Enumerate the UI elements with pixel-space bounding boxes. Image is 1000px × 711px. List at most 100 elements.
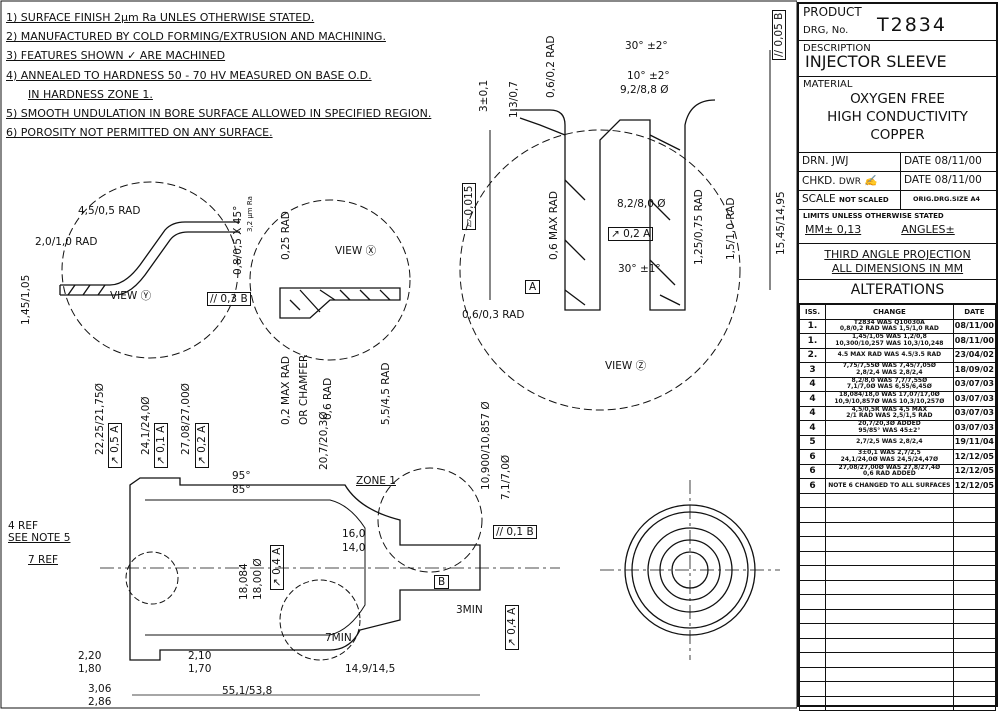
dim-chamfer: 0,8/0,5 X 45° [232, 205, 244, 275]
description: INJECTOR SLEEVE [805, 52, 947, 71]
drg-label: DRG, No. [803, 25, 849, 36]
general-notes: 1) SURFACE FINISH 2µm Ra UNLES OTHERWISE… [6, 8, 431, 142]
dim-220: 2,20 [78, 650, 102, 662]
dim-r063: 0,6/0,3 RAD [462, 309, 525, 321]
empty-row [799, 608, 997, 624]
dim-or-chamfer: OR CHAMFER [298, 354, 310, 425]
see-note-5: SEE NOTE 5 [8, 532, 71, 544]
material-line-3: COPPER [870, 127, 925, 143]
alterations-title: ALTERATIONS [799, 280, 996, 304]
dim-14: 14,0 [342, 542, 366, 554]
note-6: 6) POROSITY NOT PERMITTED ON ANY SURFACE… [6, 126, 273, 140]
section-view-z [459, 50, 771, 411]
change-line-2: 10,9/10,857Ø WAS 10,3/10,257Ø [834, 397, 945, 405]
checker-signature: ✍ [864, 175, 878, 187]
change-line-2: 24,1/24,0Ø WAS 24,5/24,47Ø [840, 455, 939, 463]
dim-angle-10: 10° ±2° [627, 70, 670, 82]
note-2: 2) MANUFACTURED BY COLD FORMING/EXTRUSIO… [6, 30, 386, 44]
dim-2225: 22,25/21,75Ø [94, 383, 106, 455]
dim-r062: 0,6/0,2 RAD [545, 35, 557, 98]
view-y-label: VIEW Ⓨ [110, 290, 152, 302]
dim-210: 2,10 [188, 650, 212, 662]
change-line-1: 7,75/7,55Ø WAS 7,45/7,05Ø [842, 362, 937, 370]
empty-row [799, 681, 997, 697]
dim-18084: 18,084 [238, 563, 250, 600]
alteration-date: 19/11/04 [952, 434, 997, 450]
material-line-2: HIGH CONDUCTIVITY [827, 109, 968, 125]
technical-drawing [0, 0, 797, 709]
alteration-iss: 6 [799, 463, 826, 479]
surface-finish: 3,2 µm Ra [246, 196, 254, 232]
detail-view-y [59, 181, 240, 359]
description-label: DESCRIPTION [803, 43, 871, 54]
alteration-iss: 6 [799, 478, 826, 494]
alteration-date: 12/12/05 [952, 478, 997, 494]
dim-r125: 1,25/0,75 RAD [693, 189, 705, 265]
fcf-par-01-b: // 0,1 B [493, 525, 537, 539]
fcf-runout-04-a: ↗ 0,4 A [270, 544, 284, 590]
change-line-1: 4,5/0,5R WAS 4,5 MAX [851, 405, 928, 413]
change-line-1: 3±0,1 WAS 2,7/2,5 [857, 449, 921, 457]
dim-241: 24,1/24,0Ø [140, 396, 152, 455]
alteration-date: 03/07/03 [952, 391, 997, 407]
dim-3: 3±0,1 [478, 79, 490, 112]
alteration-date: 08/11/00 [952, 333, 997, 349]
change-line-2: 0,8/0,2 RAD WAS 1,5/1,0 RAD [839, 325, 939, 333]
alteration-iss: 1. [799, 318, 826, 334]
alteration-iss: 4 [799, 405, 826, 421]
dim-13: 1,3/0,7 [508, 81, 520, 118]
units-note: ALL DIMENSIONS IN MM [831, 262, 964, 275]
fcf-runout-02-a: ↗ 0,2 A [608, 227, 654, 241]
limits-label: LIMITS UNLESS OTHERWISE STATED [803, 212, 944, 220]
product-label: PRODUCT [803, 5, 862, 19]
mm-tolerance: MM± 0,13 [805, 223, 862, 236]
empty-row [799, 565, 997, 581]
scale-value: NOT SCALED [839, 196, 889, 204]
fcf-runout-02-a-2: ↗ 0,2 A [195, 422, 209, 468]
change-line-2: 7,1/7,0Ø WAS 6,55/6,45Ø [846, 383, 932, 391]
alteration-date: 03/07/03 [952, 405, 997, 421]
empty-row [799, 637, 997, 653]
fcf-flatness: ▱ 0,015 [462, 182, 476, 230]
dim-170: 1,70 [188, 663, 212, 675]
checked-by: DWR [838, 177, 861, 187]
main-side-view [100, 467, 560, 696]
projection-note: THIRD ANGLE PROJECTION [824, 248, 971, 261]
empty-row [799, 623, 997, 639]
alteration-iss: 5 [799, 434, 826, 450]
drn-label: DRN. [802, 155, 829, 167]
dim-180: 1,80 [78, 663, 102, 675]
drawn-date: DATE 08/11/00 [904, 155, 982, 167]
note-4-cont: IN HARDNESS ZONE 1. [28, 87, 153, 101]
view-z-label: VIEW Ⓩ [605, 360, 647, 372]
empty-row [799, 695, 997, 711]
dim-92: 9,2/8,8 Ø [620, 84, 669, 96]
alteration-date: 18/09/02 [952, 362, 997, 378]
drawing-number: T2834 [877, 14, 947, 36]
dim-angle-30: 30° ±2° [625, 40, 668, 52]
dim-r554: 5,5/4,5 RAD [380, 362, 392, 425]
dim-82: 8,2/8,0 Ø [617, 198, 666, 210]
change-line-1: 1,45/1,05 WAS 1,2/0,8 [852, 333, 927, 341]
material-line-1: OXYGEN FREE [850, 91, 945, 107]
dim-angle-30b: 30° ±1° [618, 263, 661, 275]
alteration-date: 08/11/00 [952, 318, 997, 334]
dim-7min: 7MIN [325, 632, 352, 644]
fcf-runout-01-a: ↗ 0,1 A [154, 422, 168, 468]
change-line-1: 20,7/20,3Ø ADDED [858, 420, 921, 428]
alteration-iss: 6 [799, 449, 826, 465]
empty-row [799, 536, 997, 552]
change-line-1: NOTE 6 CHANGED TO ALL SURFACES [828, 481, 951, 489]
checked-date: DATE 08/11/00 [904, 174, 982, 186]
